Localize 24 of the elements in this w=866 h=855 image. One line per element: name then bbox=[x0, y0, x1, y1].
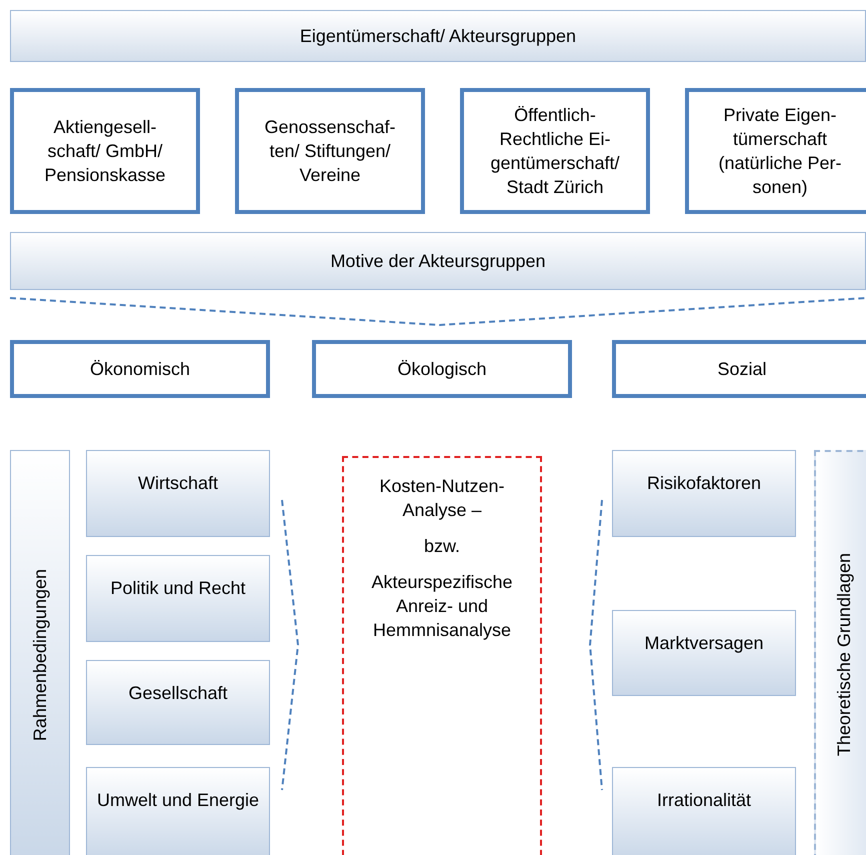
category-box: Private Eigen- tümerschaft (natürliche Per- sonen) bbox=[685, 88, 866, 214]
title-banner: Eigentümerschaft/ Akteursgruppen bbox=[10, 10, 866, 62]
factor-box: Marktversagen bbox=[612, 610, 796, 696]
factor-box: Gesellschaft bbox=[86, 660, 270, 745]
factor-box: Wirtschaft bbox=[86, 450, 270, 537]
band-label: Rahmenbedingungen bbox=[29, 568, 51, 742]
factor-box: Irrationalität bbox=[612, 767, 796, 855]
title-banner: Motive der Akteursgruppen bbox=[10, 232, 866, 290]
analysis-box bbox=[342, 456, 542, 855]
side-band bbox=[10, 450, 70, 855]
factor-box: Umwelt und Energie bbox=[86, 767, 270, 855]
category-box: Aktiengesell- schaft/ GmbH/ Pensionskasse bbox=[10, 88, 200, 214]
category-box: Ökologisch bbox=[312, 340, 572, 398]
box-text: Kosten-Nutzen- Analyse – bbox=[378, 475, 506, 522]
band-label: Theoretische Grundlagen bbox=[833, 553, 855, 757]
box-text: bzw. bbox=[424, 535, 460, 558]
category-box: Ökonomisch bbox=[10, 340, 270, 398]
factor-box: Politik und Recht bbox=[86, 555, 270, 642]
factor-box: Risikofaktoren bbox=[612, 450, 796, 537]
side-band bbox=[814, 450, 866, 855]
box-text: Akteurspezifische Anreiz- und Hemmnisanalyse bbox=[370, 571, 514, 642]
category-box: Öffentlich- Rechtliche Ei- gentümerschaft/ Stadt Zürich bbox=[460, 88, 650, 214]
category-box: Sozial bbox=[612, 340, 866, 398]
category-box: Genossenschaf- ten/ Stiftungen/ Vereine bbox=[235, 88, 425, 214]
